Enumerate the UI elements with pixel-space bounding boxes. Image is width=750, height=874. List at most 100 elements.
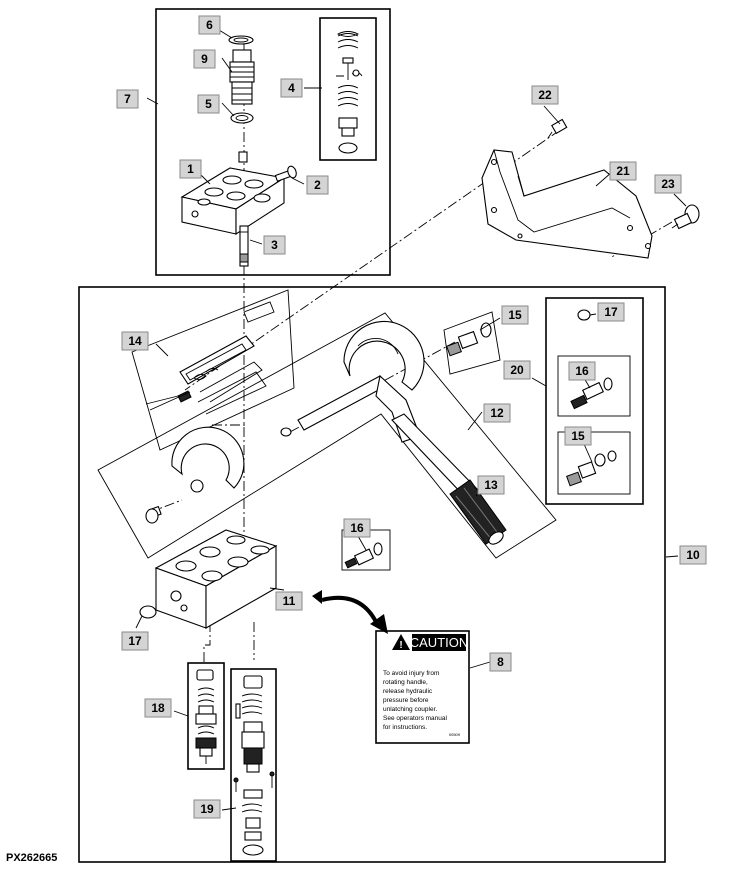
figure-code: PX262665 [6, 852, 58, 864]
svg-text:17: 17 [128, 634, 142, 648]
caution-line-7: for instructions. [383, 724, 427, 731]
callout-8: 8 [489, 652, 512, 672]
coupler-disc-lower [145, 426, 245, 524]
callout-3: 3 [263, 235, 286, 255]
kit-15-inner-frame [557, 431, 631, 495]
svg-text:!: ! [399, 640, 402, 651]
valve-block-11 [154, 529, 278, 629]
warning-triangle-icon [392, 634, 410, 650]
coupler-disc-upper [343, 320, 425, 391]
kit-4-parts [336, 31, 363, 154]
bolt-22 [547, 118, 568, 139]
callout-12: 12 [483, 403, 511, 423]
callout-4: 4 [280, 78, 303, 98]
caution-line-3: release hydraulic [383, 688, 433, 695]
svg-text:10: 10 [686, 548, 700, 562]
grip-13 [449, 479, 507, 545]
seal-ring-6 [228, 35, 254, 45]
callout-17: 17 [121, 631, 149, 651]
callout-10: 10 [679, 545, 707, 565]
decal-arrow-head [370, 614, 388, 634]
callout-6: 6 [198, 15, 221, 35]
svg-text:19: 19 [200, 802, 214, 816]
callout-1: 1 [179, 159, 202, 179]
svg-text:16: 16 [350, 521, 364, 535]
svg-text:16: 16 [575, 364, 589, 378]
callout-2: 2 [306, 175, 329, 195]
callout-22: 22 [531, 85, 559, 105]
svg-text:5: 5 [205, 97, 212, 111]
seal-ring-5 [230, 112, 254, 124]
relief-valve-9 [229, 49, 255, 105]
cartridge-15-kit [566, 450, 617, 487]
callout-11: 11 [275, 591, 303, 611]
callout-7: 7 [116, 89, 139, 109]
callout-5: 5 [197, 94, 220, 114]
callout-16-loose: 16 [343, 518, 371, 538]
valve-kit-19-parts [233, 675, 275, 856]
port-18-line [203, 622, 211, 662]
svg-text:21: 21 [616, 164, 630, 178]
valve-kit-18-parts [195, 669, 217, 764]
flange-bolt-23 [671, 204, 700, 230]
caution-line-4: pressure before [383, 697, 429, 704]
coupler-assembly-frame [78, 286, 666, 863]
svg-text:23: 23 [661, 177, 675, 191]
kit-4-frame [319, 17, 377, 161]
kit-20-frame [545, 297, 644, 505]
upper-valve-frame [155, 8, 391, 276]
callout-23: 23 [654, 174, 682, 194]
kit-16-inner-frame [557, 355, 631, 417]
caution-decal-8: ! CAUTION To avoid injury from rotating … [383, 634, 468, 737]
valve-block-1 [180, 167, 286, 236]
svg-text:9: 9 [201, 52, 208, 66]
callout-13: 13 [477, 475, 505, 495]
decal-arrow [321, 595, 380, 627]
kit-19-frame [230, 668, 277, 862]
caution-line-5: unlatching coupler. [383, 706, 437, 713]
callout-14: 14 [121, 331, 149, 351]
callout-15-kit: 15 [564, 426, 592, 446]
cartridge-16-kit [570, 377, 613, 410]
svg-text:12: 12 [490, 406, 504, 420]
cartridge-15-upper [446, 322, 492, 357]
callout-9: 9 [193, 49, 216, 69]
leader-lines [135, 29, 687, 811]
handle-shaft-12 [280, 374, 479, 499]
o-ring-17-kit [577, 309, 591, 321]
svg-text:15: 15 [571, 429, 585, 443]
callout-21: 21 [609, 161, 637, 181]
svg-text:14: 14 [128, 334, 142, 348]
caution-line-6: See operators manual [383, 715, 448, 722]
svg-text:1: 1 [187, 162, 194, 176]
svg-text:20: 20 [510, 363, 524, 377]
kit-15-upper-frame [443, 311, 501, 375]
kit-14-parts [145, 301, 275, 415]
svg-text:3: 3 [271, 238, 278, 252]
small-plug [238, 151, 248, 163]
svg-text:13: 13 [484, 478, 498, 492]
svg-text:17: 17 [604, 305, 618, 319]
bolt-2 [274, 165, 297, 182]
callout-16-kit: 16 [568, 361, 596, 381]
callout-17-kit: 17 [597, 302, 625, 322]
svg-text:15: 15 [508, 308, 522, 322]
caution-title: CAUTION [410, 635, 469, 650]
svg-text:11: 11 [283, 594, 296, 608]
svg-text:2: 2 [314, 178, 321, 192]
svg-text:22: 22 [538, 88, 552, 102]
o-ring-17 [139, 605, 157, 619]
caution-line-2: rotating handle, [383, 679, 428, 686]
caution-line-1: To avoid injury from [383, 670, 439, 677]
handle-kit-frame [97, 312, 557, 559]
svg-text:7: 7 [124, 92, 131, 106]
svg-text:4: 4 [288, 81, 295, 95]
svg-text:8: 8 [497, 655, 504, 669]
pin-3 [239, 225, 249, 267]
callout-18: 18 [144, 698, 172, 718]
svg-text:18: 18 [151, 701, 165, 715]
kit-14-frame [131, 289, 295, 451]
callout-20: 20 [503, 360, 531, 380]
caution-code: 00509 [449, 732, 461, 737]
